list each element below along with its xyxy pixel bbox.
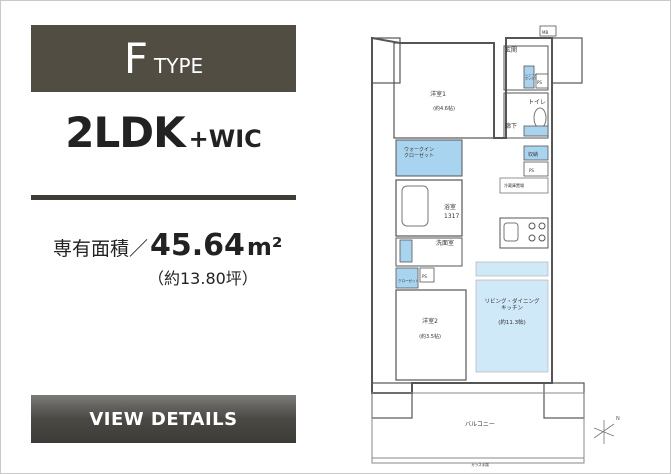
area-unit: m²: [246, 233, 283, 261]
column-bottom-left: [371, 382, 413, 419]
label-ldk-size: (約11.3帖): [498, 318, 526, 326]
label-bath-size: 1317: [444, 213, 459, 220]
layout-sub: +WIC: [188, 125, 262, 153]
label-wic: ウォークインクローゼット: [404, 146, 434, 159]
wic-room: [395, 139, 463, 177]
bath-room: [395, 179, 463, 237]
type-suffix: TYPE: [154, 53, 204, 78]
view-details-button[interactable]: VIEW DETAILS: [31, 395, 296, 443]
label-balcony: バルコニー: [465, 421, 495, 428]
mb-box: [539, 25, 557, 37]
column-top-left: [371, 37, 401, 84]
label-ps-2: PS: [422, 274, 427, 279]
stove-burner-4: [538, 234, 546, 242]
layout-main: 2LDK: [65, 108, 185, 157]
entrance-room: [503, 45, 549, 91]
washroom-storage: [399, 239, 413, 263]
balcony-area: [371, 392, 585, 464]
closet-storage: [395, 267, 419, 289]
column-bottom-right: [543, 382, 585, 419]
floor-plan: 玄関 洋室1 (約4.6帖) トイレ 廊下 ウォークインクローゼット 収納 冷蔵…: [371, 25, 620, 467]
stove-burner-2: [538, 222, 546, 230]
label-storage: 収納: [528, 151, 538, 158]
toilet-storage: [523, 125, 549, 137]
bathtub: [401, 185, 429, 227]
unit-type-banner: F TYPE: [31, 25, 296, 92]
stove-burner-1: [528, 222, 536, 230]
label-bath: 浴室: [444, 203, 456, 211]
label-bedroom2-size: (約3.5帖): [419, 333, 441, 340]
label-ps-1: PS: [537, 80, 542, 85]
label-hall: 廊下: [505, 122, 517, 130]
type-letter: F: [123, 33, 149, 83]
area-tsubo: （約13.80坪）: [148, 269, 258, 288]
toilet-room: [503, 92, 549, 139]
layout-title: 2LDK +WIC: [31, 108, 296, 178]
label-shoe-box: シューズボックス: [525, 72, 537, 81]
compass-icon: N: [593, 416, 620, 444]
label-bedroom1-size: (約4.6帖): [433, 105, 455, 112]
label-entrance: 玄関: [505, 46, 517, 54]
label-mb: MB: [542, 30, 548, 35]
label-washroom: 洗面室: [436, 239, 454, 247]
svg-text:N: N: [616, 416, 620, 422]
label-recessed: 冷蔵庫置場: [504, 182, 524, 188]
storage-box: [523, 145, 549, 161]
washroom-room: [395, 237, 463, 267]
label-ldk: リビング・ダイニングキッチン: [484, 297, 540, 312]
label-closet: クローゼット: [398, 278, 419, 283]
fridge-space: [499, 177, 549, 194]
ldk-room: [475, 279, 549, 373]
stove-burner-3: [528, 234, 536, 242]
label-glass-rail: ガラス手摺: [471, 462, 489, 467]
area-row: 専有面積／ 45.64 m²: [53, 228, 282, 263]
ps-box-1: [535, 73, 549, 89]
ldk-band: [475, 261, 549, 277]
bedroom2-room: [395, 289, 467, 381]
label-toilet: トイレ: [528, 99, 546, 106]
ps-box-3: [523, 161, 549, 177]
area-value: 45.64: [150, 228, 245, 263]
divider: [31, 195, 296, 200]
kitchen-counter: [499, 217, 549, 249]
shoe-box: [523, 65, 535, 89]
column-top-right: [551, 37, 583, 84]
area-label: 専有面積／: [53, 238, 149, 260]
label-bedroom2: 洋室2: [422, 317, 438, 325]
label-bedroom1: 洋室1: [430, 90, 446, 98]
ps-box-2: [419, 267, 435, 283]
label-ps-3: PS: [529, 168, 534, 173]
kitchen-sink: [503, 222, 519, 242]
toilet-bowl: [533, 107, 547, 129]
bedroom1-room: [393, 42, 495, 139]
